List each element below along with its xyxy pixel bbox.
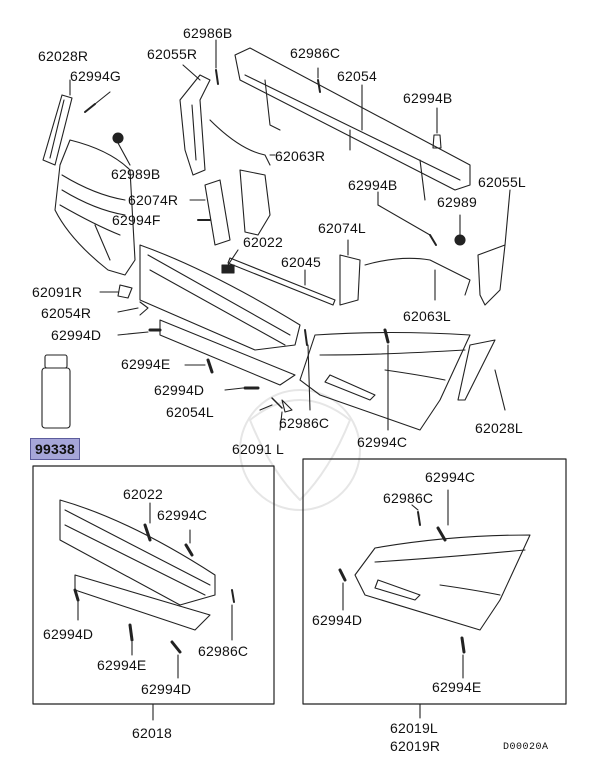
label-62091L: 62091 L [232, 441, 285, 457]
label-62994E-rbox: 62994E [432, 679, 482, 695]
part-right-bumper-skin [299, 331, 471, 431]
part-62074L [339, 254, 361, 306]
label-99338-highlight[interactable]: 99338 [30, 438, 80, 460]
label-62994D-mid: 62994D [154, 382, 205, 398]
part-62054 [234, 47, 471, 201]
box-62019 [302, 458, 567, 705]
label-62022-box: 62022 [123, 486, 163, 502]
bolt-62994B-top [432, 134, 442, 149]
part-62022-top [221, 264, 235, 274]
part-62019-bumper [354, 534, 531, 631]
label-62994C-box: 62994C [157, 507, 208, 523]
part-center-bracket [239, 169, 271, 236]
label-62019R: 62019R [390, 738, 441, 754]
label-62054R: 62054R [41, 305, 92, 321]
part-62055R [179, 74, 211, 176]
label-62054L: 62054L [166, 404, 214, 420]
label-62074R: 62074R [128, 192, 179, 208]
label-62063L: 62063L [403, 308, 451, 324]
label-62054: 62054 [337, 68, 377, 84]
label-62018: 62018 [132, 725, 172, 741]
part-62028L [457, 339, 496, 401]
label-62019L: 62019L [390, 720, 438, 736]
part-62055L [477, 244, 506, 306]
label-62994D-box2: 62994D [141, 681, 192, 697]
label-62091R: 62091R [32, 284, 83, 300]
label-62994C-rbox: 62994C [425, 469, 476, 485]
label-62994C-mid: 62994C [357, 434, 408, 450]
label-62986C-mid: 62986C [279, 415, 330, 431]
part-62063L [364, 257, 471, 296]
part-62091R [117, 284, 133, 299]
label-62055L: 62055L [478, 174, 526, 190]
label-62994G: 62994G [70, 68, 122, 84]
label-62022-top: 62022 [243, 234, 283, 250]
part-62989B [112, 132, 124, 144]
label-62994B-right: 62994B [348, 177, 398, 193]
part-62028R [42, 94, 73, 166]
label-62986C-box: 62986C [198, 643, 249, 659]
label-62045: 62045 [281, 254, 321, 270]
label-62986C-top: 62986C [290, 45, 341, 61]
part-left-bumper-skin [54, 139, 136, 276]
label-62994E-box: 62994E [97, 657, 147, 673]
part-62074R [204, 179, 231, 246]
label-62028R: 62028R [38, 48, 89, 64]
label-62074L: 62074L [318, 220, 366, 236]
label-62994B-top: 62994B [403, 90, 453, 106]
part-62063R [209, 119, 271, 166]
label-62028L: 62028L [475, 420, 523, 436]
label-62063R: 62063R [275, 148, 326, 164]
label-62986B: 62986B [183, 25, 233, 41]
diagram-code: D00020A [503, 742, 549, 753]
label-62994D-left: 62994D [51, 327, 102, 343]
part-99338-tube [41, 354, 71, 429]
label-62986C-rbox: 62986C [383, 490, 434, 506]
label-62989: 62989 [437, 194, 477, 210]
label-62994F: 62994F [112, 212, 161, 228]
part-62054R [139, 301, 149, 316]
label-62994D-box: 62994D [43, 626, 94, 642]
label-62989B: 62989B [111, 166, 161, 182]
label-62994D-rbox: 62994D [312, 612, 363, 628]
part-62018-grille [59, 499, 216, 631]
label-62055R: 62055R [147, 46, 198, 62]
label-62994E-mid: 62994E [121, 356, 171, 372]
part-62045 [227, 257, 336, 306]
